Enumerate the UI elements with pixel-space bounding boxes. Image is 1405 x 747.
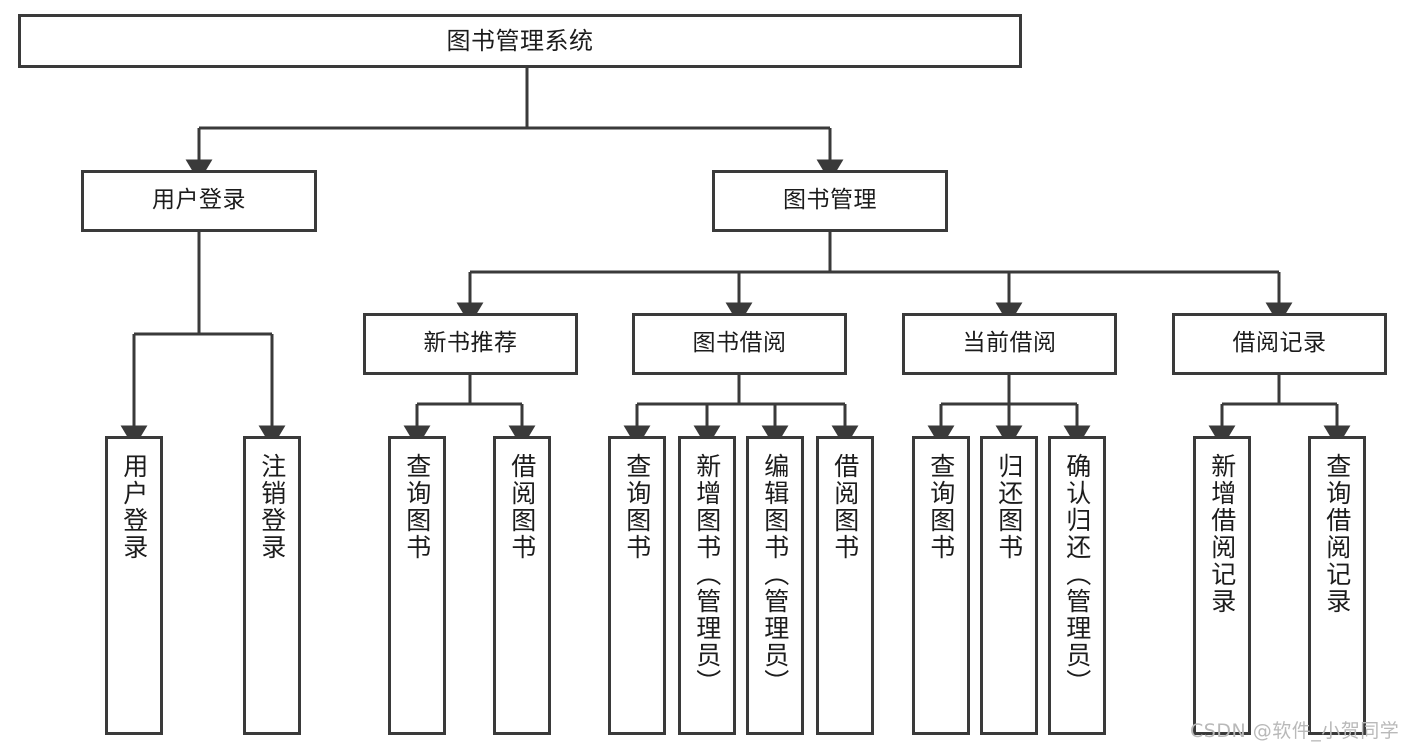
- leaf-current-borrow-return[interactable]: 归还图书: [980, 436, 1038, 735]
- leaf-book-borrow-query[interactable]: 查询图书: [608, 436, 666, 735]
- leaf-current-borrow-confirm[interactable]: 确认归还（管理员）: [1048, 436, 1106, 735]
- node-label: 用户登录: [119, 453, 149, 561]
- leaf-book-borrow-edit[interactable]: 编辑图书（管理员）: [746, 436, 804, 735]
- node-label: 注销登录: [257, 453, 287, 561]
- node-new-book-recommend[interactable]: 新书推荐: [363, 313, 578, 375]
- node-user-login[interactable]: 用户登录: [81, 170, 317, 232]
- node-label: 当前借阅: [962, 330, 1057, 357]
- node-label: 查询图书: [622, 453, 652, 561]
- node-label: 查询图书: [402, 453, 432, 561]
- leaf-borrow-record-query[interactable]: 查询借阅记录: [1308, 436, 1366, 735]
- leaf-user-login-logout[interactable]: 注销登录: [243, 436, 301, 735]
- node-label: 用户登录: [152, 187, 246, 214]
- node-label: 新增图书（管理员）: [692, 453, 722, 696]
- csdn-watermark: CSDN @软件_小贺同学: [1190, 720, 1400, 742]
- leaf-borrow-record-add[interactable]: 新增借阅记录: [1193, 436, 1251, 735]
- node-label: 查询图书: [926, 453, 956, 561]
- node-label: 图书借阅: [692, 330, 787, 357]
- node-label: 借阅图书: [507, 453, 537, 561]
- node-label: 图书管理系统: [446, 26, 594, 55]
- node-book-borrow[interactable]: 图书借阅: [632, 313, 847, 375]
- node-current-borrow[interactable]: 当前借阅: [902, 313, 1117, 375]
- node-label: 图书管理: [783, 187, 877, 214]
- node-label: 确认归还（管理员）: [1062, 453, 1092, 696]
- node-label: 编辑图书（管理员）: [760, 453, 790, 696]
- leaf-new-book-query[interactable]: 查询图书: [388, 436, 446, 735]
- node-label: 新书推荐: [423, 330, 518, 357]
- leaf-user-login-login[interactable]: 用户登录: [105, 436, 163, 735]
- node-label: 查询借阅记录: [1322, 453, 1352, 615]
- node-label: 借阅记录: [1232, 330, 1327, 357]
- leaf-current-borrow-query[interactable]: 查询图书: [912, 436, 970, 735]
- node-label: 新增借阅记录: [1207, 453, 1237, 615]
- node-label: 借阅图书: [830, 453, 860, 561]
- leaf-new-book-borrow[interactable]: 借阅图书: [493, 436, 551, 735]
- node-borrow-record[interactable]: 借阅记录: [1172, 313, 1387, 375]
- node-book-management[interactable]: 图书管理: [712, 170, 948, 232]
- node-label: 归还图书: [994, 453, 1024, 561]
- node-root-system[interactable]: 图书管理系统: [18, 14, 1022, 68]
- leaf-book-borrow-add[interactable]: 新增图书（管理员）: [678, 436, 736, 735]
- leaf-book-borrow-borrow[interactable]: 借阅图书: [816, 436, 874, 735]
